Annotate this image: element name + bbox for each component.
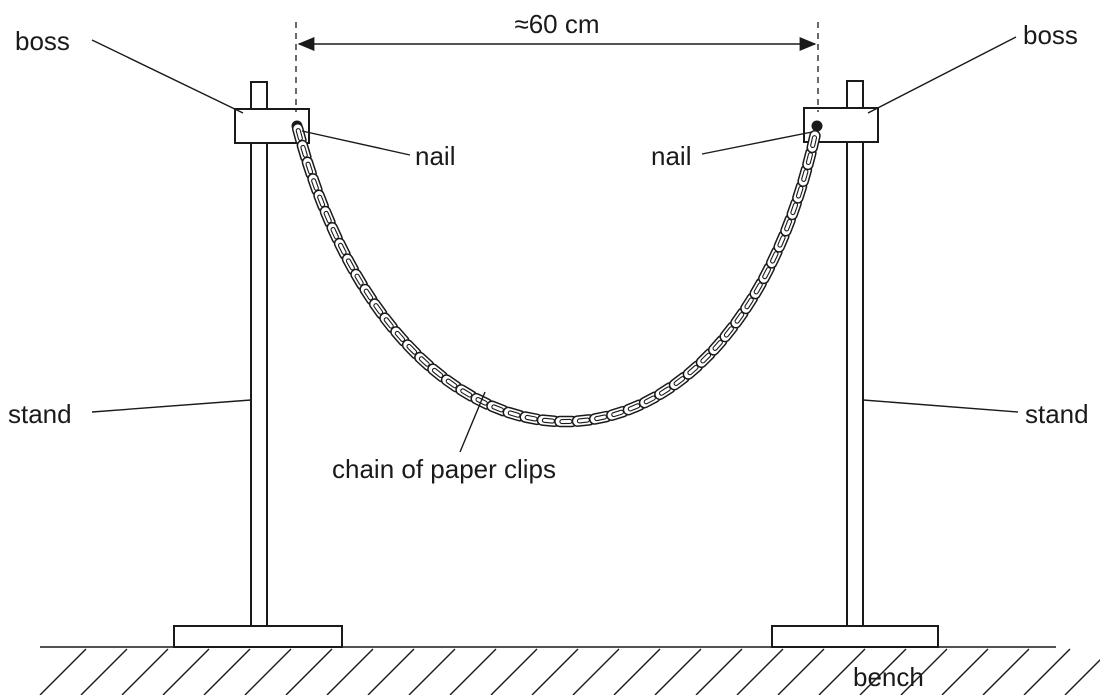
left-stand-base bbox=[173, 625, 343, 648]
hatch-line bbox=[531, 648, 579, 695]
label-nail-right: nail bbox=[651, 141, 691, 171]
hatch-line bbox=[654, 648, 702, 695]
hatch-line bbox=[572, 648, 620, 695]
hatch-line bbox=[859, 648, 907, 695]
right-stand-base bbox=[771, 625, 939, 648]
left-stand bbox=[173, 81, 343, 648]
left-stand-rod bbox=[250, 81, 268, 627]
bench-hatching bbox=[39, 648, 1100, 695]
distance-label: ≈60 cm bbox=[514, 9, 599, 39]
leader-boss-right bbox=[867, 36, 1017, 114]
hatch-line bbox=[80, 648, 128, 695]
hatch-line bbox=[39, 648, 87, 695]
hatch-line bbox=[244, 648, 292, 695]
distance-dimension: ≈60 cm bbox=[295, 9, 819, 112]
hatch-line bbox=[900, 648, 948, 695]
leader-boss-left bbox=[91, 39, 244, 114]
hatch-line bbox=[449, 648, 497, 695]
hatch-line bbox=[408, 648, 456, 695]
label-chain: chain of paper clips bbox=[332, 454, 556, 484]
hatch-line bbox=[367, 648, 415, 695]
label-nail-left: nail bbox=[415, 141, 455, 171]
hatch-line bbox=[818, 648, 866, 695]
hatch-line bbox=[613, 648, 661, 695]
hatch-line bbox=[285, 648, 333, 695]
leader-nail-left bbox=[301, 130, 411, 156]
label-stand-left: stand bbox=[8, 399, 72, 429]
leader-stand-right bbox=[862, 399, 1019, 413]
label-boss-right: boss bbox=[1023, 20, 1078, 50]
hatch-line bbox=[162, 648, 210, 695]
hatch-line bbox=[777, 648, 825, 695]
right-stand-rod bbox=[846, 80, 864, 627]
right-stand bbox=[771, 80, 939, 648]
leader-stand-left bbox=[91, 399, 252, 413]
label-boss-left: boss bbox=[15, 26, 70, 56]
hatch-line bbox=[982, 648, 1030, 695]
label-bench: bench bbox=[853, 662, 924, 692]
paper-clip-chain bbox=[291, 122, 821, 428]
hatch-line bbox=[1023, 648, 1071, 695]
leader-lines bbox=[91, 36, 1019, 453]
label-stand-right: stand bbox=[1025, 399, 1089, 429]
right-nail bbox=[811, 120, 823, 132]
hatch-line bbox=[203, 648, 251, 695]
leader-nail-right bbox=[701, 131, 813, 155]
paper-clip bbox=[806, 130, 821, 154]
hatch-line bbox=[326, 648, 374, 695]
hatch-line bbox=[695, 648, 743, 695]
bench bbox=[39, 646, 1100, 695]
leader-chain bbox=[459, 391, 486, 453]
hatch-line bbox=[941, 648, 989, 695]
hatch-line bbox=[121, 648, 169, 695]
hatch-line bbox=[490, 648, 538, 695]
right-boss bbox=[803, 107, 879, 143]
hatch-line bbox=[1064, 659, 1100, 695]
hatch-line bbox=[736, 648, 784, 695]
